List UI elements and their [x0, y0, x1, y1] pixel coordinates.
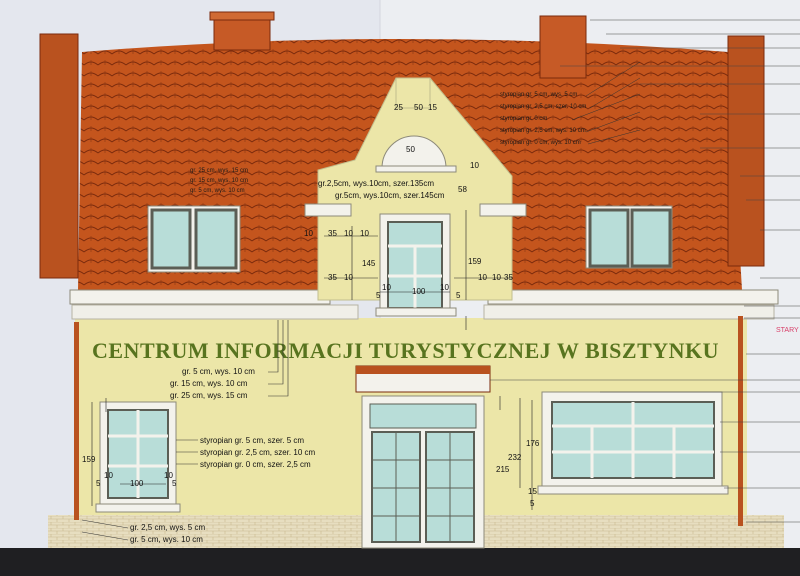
left-cornice	[71, 304, 359, 320]
right-chimney	[539, 15, 587, 79]
dim-dormer-100: 100	[412, 287, 426, 296]
dim-dormer-5-b: 5	[456, 291, 461, 300]
note-wall-cornice-3: gr. 25 cm, wys. 15 cm	[170, 391, 248, 400]
note-gable-4: styropian gr. 2,5 cm, wys. 10 cm	[500, 128, 586, 134]
gable-lunette	[381, 135, 447, 169]
dim-dormer-5-a: 5	[376, 291, 381, 300]
dim-dormer-10-h: 10	[440, 283, 449, 292]
dim-entrance-215: 215	[496, 465, 510, 474]
note-roof-left-2: gr. 15 cm, wys. 10 cm	[190, 178, 248, 184]
note-window-frame-1: styropian gr. 5 cm, szer. 5 cm	[200, 436, 304, 445]
dimension-lines-horizontal	[120, 235, 512, 485]
canopy-roof	[356, 366, 490, 374]
note-roof-left-3: gr. 5 cm, wys. 10 cm	[190, 188, 245, 194]
dim-entrance-232: 232	[508, 453, 522, 462]
dim-left-window-10-a: 10	[104, 471, 113, 480]
note-gable-5: styropian gr. 0 cm, wys. 10 cm	[500, 140, 581, 146]
wall-cornice-leaders	[268, 320, 289, 397]
dim-dormer-10-f: 10	[492, 273, 501, 282]
right-cornice	[483, 304, 775, 320]
dim-dormer-10-b: 10	[344, 229, 353, 238]
dormer-window-bars	[388, 244, 442, 308]
dim-left-window-159: 159	[82, 455, 96, 464]
entrance-transom	[369, 403, 477, 429]
dim-gable-10: 10	[470, 161, 479, 170]
dim-dormer-10-g: 10	[382, 283, 391, 292]
window-frame-leaders	[176, 439, 198, 465]
note-gable-2: styropian gr. 2,5 cm, szer. 10 cm	[500, 104, 586, 110]
dim-gable-25: 25	[394, 103, 403, 112]
right-eaves-trim	[487, 289, 779, 305]
roof-window-left-pane-1	[150, 208, 192, 270]
note-window-frame-2: styropian gr. 2,5 cm, szer. 10 cm	[200, 448, 315, 457]
page-bottom-shadow	[0, 548, 800, 576]
dim-dormer-35-b: 35	[328, 273, 337, 282]
note-window-frame-3: styropian gr. 0 cm, szer. 2,5 cm	[200, 460, 311, 469]
dim-dormer-10-d: 10	[344, 273, 353, 282]
left-chimney	[213, 19, 271, 51]
note-plinth-2: gr. 5 cm, wys. 10 cm	[130, 535, 203, 544]
dim-dormer-10-c: 10	[360, 229, 369, 238]
dim-dormer-10-a: 10	[304, 229, 313, 238]
dormer-sill	[375, 307, 457, 317]
dim-gable-50: 50	[414, 103, 423, 112]
roof-window-right-pane-1	[588, 208, 630, 268]
right-margin-leaders	[490, 19, 800, 523]
left-window-sill	[95, 503, 181, 513]
dim-left-window-5-a: 5	[96, 479, 101, 488]
note-gable-3: styropian gr. 0 cm	[500, 116, 547, 122]
gable-peak	[395, 77, 431, 109]
left-window-bars	[108, 410, 168, 498]
dormer-ledge-left	[304, 203, 352, 217]
note-wall-cornice-2: gr. 15 cm, wys. 10 cm	[170, 379, 248, 388]
dim-right-window-176: 176	[526, 439, 540, 448]
note-dormer-cornice-2: gr.5cm, wys.10cm, szer.145cm	[335, 191, 445, 200]
dormer-ledge-right	[479, 203, 527, 217]
note-plinth-1: gr. 2,5 cm, wys. 5 cm	[130, 523, 205, 532]
dim-right-window-15: 15	[528, 487, 537, 496]
dim-left-window-5-b: 5	[172, 479, 177, 488]
note-gable-1: styropian gr. 5 cm, wys. 5 cm	[500, 92, 577, 98]
dim-dormer-159: 159	[468, 257, 482, 266]
dim-dormer-10-e: 10	[478, 273, 487, 282]
left-fire-wall	[39, 33, 79, 279]
roof-window-left-pane-2	[194, 208, 238, 270]
right-window-sill	[537, 485, 729, 495]
right-fire-wall	[727, 35, 765, 267]
left-chimney-cap	[209, 11, 275, 21]
right-window-bars	[552, 402, 714, 478]
note-roof-left-1: gr. 25 cm, wys. 15 cm	[190, 168, 248, 174]
dim-dormer-35-a: 35	[328, 229, 337, 238]
roof-window-right-pane-2	[630, 208, 672, 268]
dim-gable-15: 15	[428, 103, 437, 112]
facade-sign: CENTRUM INFORMACJI TURYSTYCZNEJ W BISZTY…	[92, 338, 719, 363]
note-wall-cornice-1: gr. 5 cm, wys. 10 cm	[182, 367, 255, 376]
dim-lunette-50: 50	[406, 145, 415, 154]
dim-left-window-100: 100	[130, 479, 144, 488]
margin-red-label: STARY	[776, 327, 799, 334]
right-drainpipe	[738, 316, 743, 526]
plinth-leaders	[81, 519, 129, 541]
gable-leaders	[571, 61, 641, 145]
dim-dormer-35-c: 35	[504, 273, 513, 282]
lunette-sill	[375, 165, 457, 173]
dim-left-window-10-b: 10	[164, 471, 173, 480]
entrance-door-bars	[372, 432, 474, 542]
dim-dormer-145: 145	[362, 259, 376, 268]
left-drainpipe	[74, 322, 79, 520]
dim-gable-58: 58	[458, 185, 467, 194]
dimension-lines	[91, 210, 533, 510]
dim-right-window-5: 5	[530, 499, 535, 508]
left-eaves-trim	[69, 289, 331, 305]
note-dormer-cornice-1: gr.2,5cm, wys.10cm, szer.135cm	[318, 179, 434, 188]
